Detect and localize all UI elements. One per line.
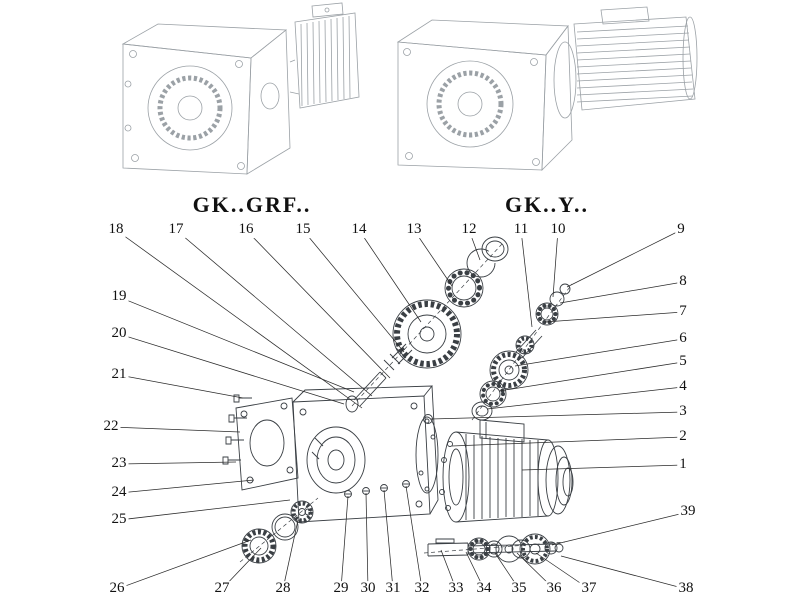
- drain-plugs: [344, 480, 410, 498]
- leader-line-11: [520, 229, 533, 328]
- leader-line-39: [551, 511, 689, 546]
- leader-line-13: [413, 229, 453, 287]
- output-bearing-set: [241, 500, 314, 564]
- leader-line-6: [514, 338, 684, 367]
- part-number-1: 1: [677, 456, 689, 473]
- part-number-13: 13: [404, 221, 424, 238]
- seal-ring: [481, 236, 509, 262]
- leader-line-10: [552, 229, 559, 298]
- part-number-10: 10: [548, 221, 568, 238]
- part-number-36: 36: [544, 580, 564, 597]
- part-number-8: 8: [677, 273, 689, 290]
- part-number-29: 29: [331, 580, 351, 597]
- part-number-24: 24: [109, 484, 129, 501]
- part-number-7: 7: [677, 303, 689, 320]
- part-number-18: 18: [106, 221, 126, 238]
- leader-line-32: [405, 485, 423, 590]
- leader-line-26: [116, 539, 252, 590]
- callout-leader-lines: [110, 229, 689, 590]
- part-number-39: 39: [678, 503, 698, 520]
- part-number-11: 11: [511, 221, 531, 238]
- part-number-23: 23: [109, 455, 129, 472]
- part-number-19: 19: [109, 288, 129, 305]
- leader-line-15: [302, 229, 405, 353]
- pinion-shaft-assembly: [515, 283, 571, 359]
- part-number-34: 34: [474, 580, 494, 597]
- gearbox-drawing-grf: [121, 2, 360, 175]
- exploded-view: [222, 236, 574, 565]
- part-number-22: 22: [101, 418, 121, 435]
- leader-line-24: [118, 479, 255, 494]
- intermediate-bearing: [479, 380, 507, 408]
- large-gear: [392, 299, 462, 369]
- leader-line-20: [118, 333, 345, 405]
- part-number-33: 33: [446, 580, 466, 597]
- part-number-25: 25: [109, 511, 129, 528]
- part-number-37: 37: [579, 580, 599, 597]
- leader-line-17: [175, 229, 373, 397]
- part-number-32: 32: [412, 580, 432, 597]
- output-shaft-assembly: [427, 533, 564, 565]
- leader-line-19: [118, 296, 355, 393]
- part-number-27: 27: [212, 580, 232, 597]
- leader-line-5: [498, 361, 684, 392]
- leader-line-30: [365, 492, 369, 590]
- part-number-26: 26: [107, 580, 127, 597]
- part-number-15: 15: [293, 221, 313, 238]
- part-number-20: 20: [109, 325, 129, 342]
- variant-label-gk-grf: GK..GRF..: [192, 192, 312, 217]
- gearbox-drawing-y: [396, 6, 698, 172]
- leader-line-4: [486, 386, 684, 410]
- retaining-ring: [466, 248, 496, 278]
- leader-line-28: [282, 519, 299, 590]
- spacer-ring: [471, 401, 493, 421]
- leader-line-14: [358, 229, 422, 323]
- leader-line-25: [118, 499, 291, 521]
- part-number-3: 3: [677, 403, 689, 420]
- part-number-12: 12: [459, 221, 479, 238]
- input-bearing: [444, 268, 484, 308]
- leader-line-1: [521, 464, 684, 471]
- leader-line-7: [544, 311, 684, 323]
- part-number-5: 5: [677, 353, 689, 370]
- mounting-flange-plate: [235, 397, 299, 491]
- part-number-30: 30: [358, 580, 378, 597]
- gear-housing: [292, 385, 439, 523]
- part-number-28: 28: [273, 580, 293, 597]
- variant-label-gk-y: GK..Y..: [504, 192, 590, 217]
- part-number-38: 38: [676, 580, 696, 597]
- leader-line-23: [118, 461, 237, 465]
- leader-line-31: [383, 489, 394, 590]
- part-number-35: 35: [509, 580, 529, 597]
- leader-line-2: [451, 436, 684, 447]
- electric-motor: [439, 419, 574, 523]
- leader-line-22: [110, 426, 241, 433]
- part-number-14: 14: [349, 221, 369, 238]
- part-number-6: 6: [677, 330, 689, 347]
- part-number-9: 9: [675, 221, 687, 238]
- part-number-17: 17: [166, 221, 186, 238]
- part-number-31: 31: [383, 580, 403, 597]
- part-number-2: 2: [677, 428, 689, 445]
- flange-bolts: [222, 394, 252, 465]
- leader-line-3: [430, 411, 684, 420]
- leader-line-8: [559, 281, 684, 304]
- leader-line-38: [560, 555, 687, 590]
- leader-line-21: [118, 374, 244, 399]
- part-number-21: 21: [109, 366, 129, 383]
- part-number-16: 16: [236, 221, 256, 238]
- intermediate-gear: [489, 350, 529, 390]
- leader-line-29: [340, 495, 349, 590]
- part-number-4: 4: [677, 378, 689, 395]
- leader-line-9: [566, 229, 682, 288]
- leader-line-16: [245, 229, 391, 379]
